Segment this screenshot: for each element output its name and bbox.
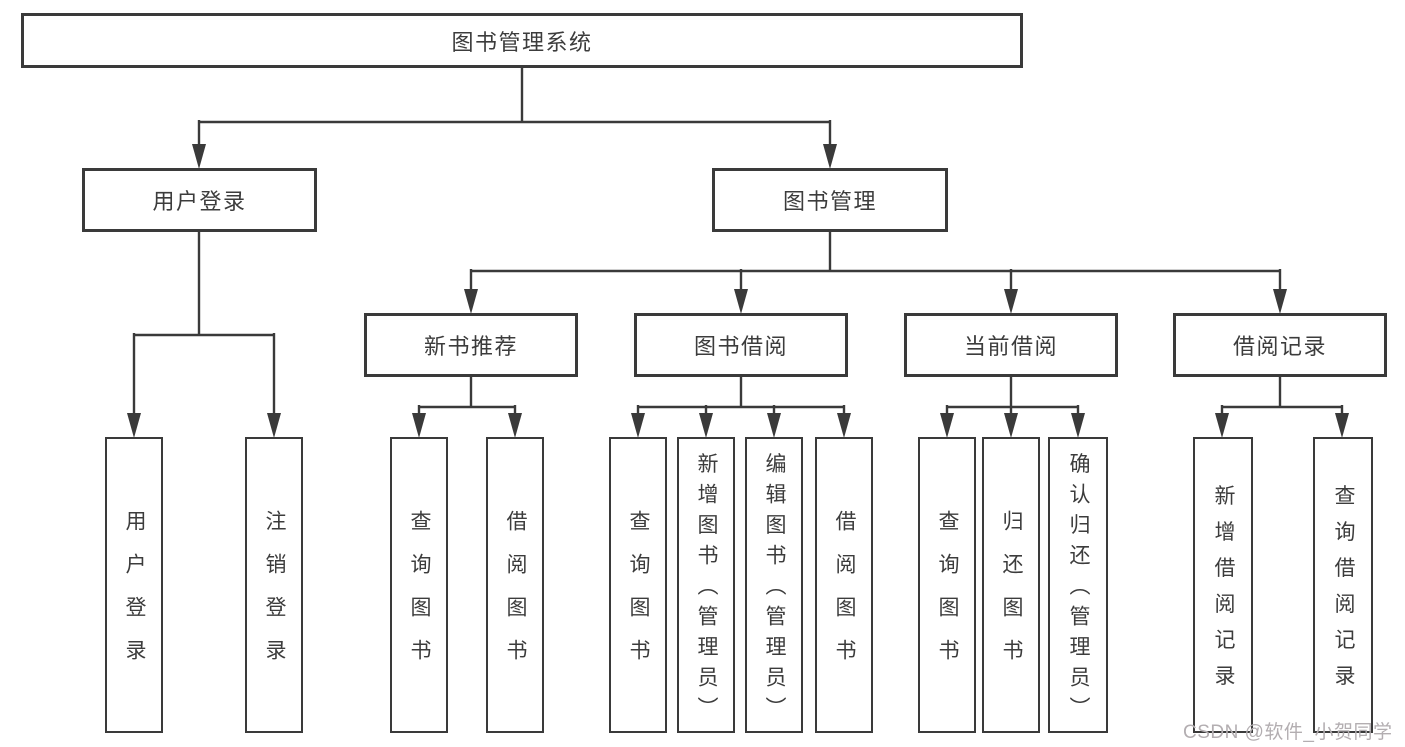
watermark: CSDN @软件_小贺同学 bbox=[1183, 722, 1393, 743]
leaf-edit-book-admin: 编辑图书（管理员） bbox=[745, 437, 803, 733]
node-current-borrowing-label: 当前借阅 bbox=[963, 334, 1058, 359]
leaf-query-books-borrowing: 查询图书 bbox=[609, 437, 667, 733]
leaf-confirm-return-admin-label: 确认归还（管理员） bbox=[1067, 452, 1091, 727]
node-book-management: 图书管理 bbox=[712, 168, 948, 232]
leaf-query-books-borrowing-label: 查询图书 bbox=[627, 510, 651, 682]
leaf-logout-label: 注销登录 bbox=[263, 510, 287, 682]
leaf-add-borrow-record-label: 新增借阅记录 bbox=[1212, 484, 1236, 701]
node-root: 图书管理系统 bbox=[21, 13, 1023, 68]
leaf-user-login-label: 用户登录 bbox=[123, 510, 147, 682]
node-borrowing-records: 借阅记录 bbox=[1173, 313, 1387, 377]
node-book-management-label: 图书管理 bbox=[782, 189, 877, 214]
leaf-add-book-admin: 新增图书（管理员） bbox=[677, 437, 735, 733]
leaf-borrow-books-borrowing: 借阅图书 bbox=[815, 437, 873, 733]
leaf-borrow-books-borrowing-label: 借阅图书 bbox=[833, 510, 857, 682]
node-book-borrowing-label: 图书借阅 bbox=[693, 334, 788, 359]
leaf-edit-book-admin-label: 编辑图书（管理员） bbox=[763, 452, 787, 727]
leaf-borrow-books-recommend-label: 借阅图书 bbox=[504, 510, 528, 682]
node-new-book-recommend-label: 新书推荐 bbox=[423, 334, 518, 359]
node-borrowing-records-label: 借阅记录 bbox=[1232, 334, 1327, 359]
leaf-query-books-current: 查询图书 bbox=[918, 437, 976, 733]
leaf-return-books: 归还图书 bbox=[982, 437, 1040, 733]
leaf-query-borrow-record: 查询借阅记录 bbox=[1313, 437, 1373, 733]
leaf-query-books-current-label: 查询图书 bbox=[936, 510, 960, 682]
leaf-user-login: 用户登录 bbox=[105, 437, 163, 733]
leaf-return-books-label: 归还图书 bbox=[1000, 510, 1024, 682]
leaf-add-book-admin-label: 新增图书（管理员） bbox=[695, 452, 719, 727]
node-user-login: 用户登录 bbox=[82, 168, 317, 232]
node-root-label: 图书管理系统 bbox=[451, 29, 593, 55]
leaf-logout: 注销登录 bbox=[245, 437, 303, 733]
leaf-borrow-books-recommend: 借阅图书 bbox=[486, 437, 544, 733]
leaf-add-borrow-record: 新增借阅记录 bbox=[1193, 437, 1253, 733]
node-user-login-label: 用户登录 bbox=[152, 189, 247, 214]
node-book-borrowing: 图书借阅 bbox=[634, 313, 848, 377]
leaf-query-borrow-record-label: 查询借阅记录 bbox=[1332, 484, 1356, 701]
leaf-query-books-recommend: 查询图书 bbox=[390, 437, 448, 733]
leaf-query-books-recommend-label: 查询图书 bbox=[408, 510, 432, 682]
node-current-borrowing: 当前借阅 bbox=[904, 313, 1118, 377]
node-new-book-recommend: 新书推荐 bbox=[364, 313, 578, 377]
leaf-confirm-return-admin: 确认归还（管理员） bbox=[1048, 437, 1108, 733]
